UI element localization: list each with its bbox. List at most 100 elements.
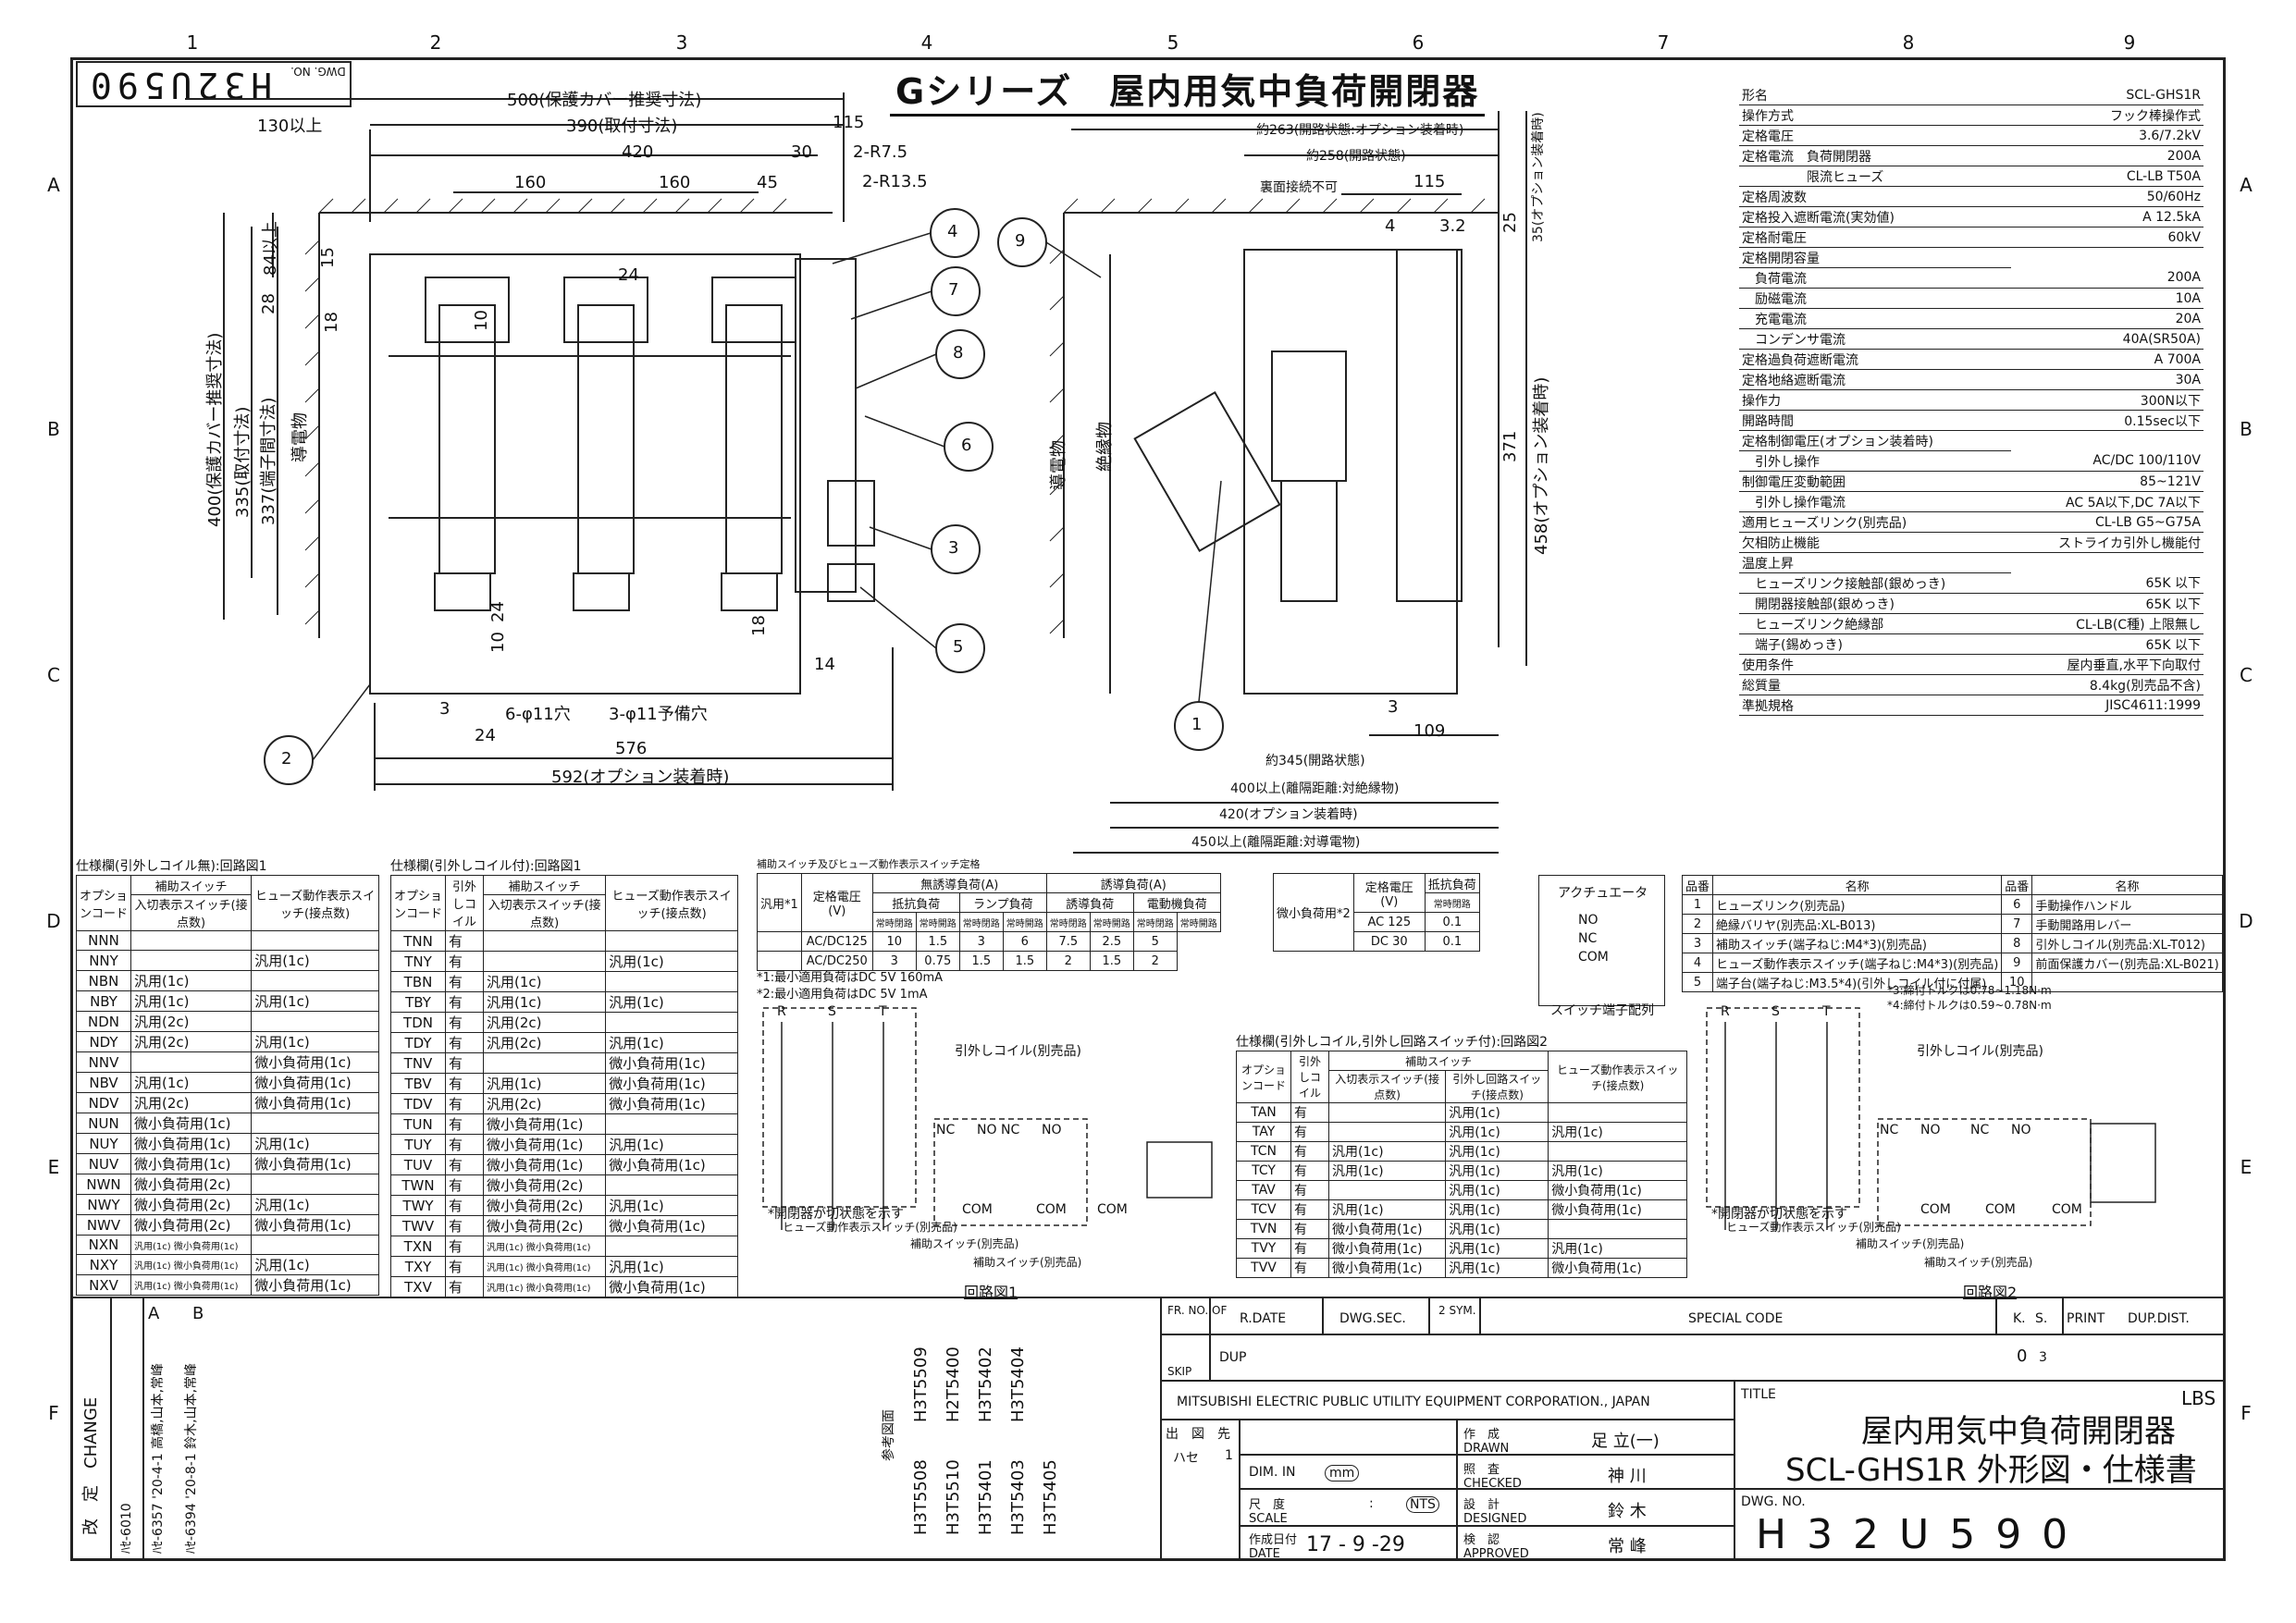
ratings-key: 定格電流 負荷開閉器 bbox=[1739, 145, 2012, 166]
skip: SKIP bbox=[1167, 1365, 1192, 1378]
ratings-value: 50/60Hz bbox=[2011, 186, 2203, 207]
lbs-label: LBS bbox=[2181, 1387, 2216, 1409]
rev-row-1: ﾊｾ-6357 '20-4-1 高橋,山本,常峰 bbox=[151, 1362, 166, 1554]
ref-label: 参考図面 bbox=[882, 1409, 896, 1461]
spec1-cell bbox=[251, 1235, 379, 1255]
c1-aux2: 補助スイッチ(別売品) bbox=[973, 1256, 1082, 1269]
ref-3: H2T5400 bbox=[944, 1346, 963, 1422]
spec3-cell: 汎用(1c) bbox=[1445, 1238, 1549, 1259]
spec1-cell: 微小負荷用(1c) bbox=[251, 1214, 379, 1236]
drawing-frame bbox=[70, 57, 2226, 1561]
zone-col-8: 8 bbox=[1902, 31, 1915, 54]
ratings-value: ストライカ引外し機能付 bbox=[2011, 532, 2203, 553]
actuator-no: NO bbox=[1578, 913, 1599, 928]
spec2-cell: 微小負荷用(2c) bbox=[482, 1195, 607, 1216]
spec3-cell: 有 bbox=[1290, 1238, 1329, 1259]
ref-1: H3T5509 bbox=[911, 1346, 931, 1422]
r-date: R.DATE bbox=[1240, 1311, 1287, 1326]
c2-nc1: NC bbox=[1880, 1123, 1899, 1137]
ratings-key: 定格耐電圧 bbox=[1739, 227, 2012, 248]
c2-aux2: 補助スイッチ(別売品) bbox=[1924, 1256, 2033, 1269]
front-wall-hatch bbox=[304, 198, 787, 625]
spec3-cell: 微小負荷用(1c) bbox=[1548, 1258, 1687, 1278]
dim-115: 115 bbox=[833, 113, 865, 132]
c1-note2: ヒューズ動作表示スイッチ(別売品) bbox=[783, 1221, 957, 1234]
parts-head-no-r: 品番 bbox=[2001, 875, 2033, 895]
s-value: 3 bbox=[2039, 1350, 2047, 1365]
rev-row-0: ﾊｾ-6010 bbox=[119, 1503, 134, 1554]
c2-caption: 回路図2 bbox=[1963, 1284, 2018, 1301]
front-conductor-label: 導電物 bbox=[290, 412, 310, 462]
spec2-cell: 有 bbox=[445, 1174, 484, 1196]
c2-note: *開閉器が切状態を示す bbox=[1711, 1207, 1847, 1222]
spec3-cell: 有 bbox=[1290, 1161, 1329, 1181]
ratings-key: 欠相防止機能 bbox=[1739, 532, 2012, 553]
side-wall-hatch bbox=[1049, 198, 1486, 634]
title-line-2: SCL-GHS1R 外形図・仕様書 bbox=[1785, 1452, 2197, 1489]
mm-badge: mm bbox=[1325, 1465, 1360, 1482]
spec2-cell: TWV bbox=[390, 1215, 446, 1236]
part-no: 2 bbox=[1681, 914, 1714, 934]
micro-label: 微小負荷用*2 bbox=[1273, 873, 1354, 952]
zone-col-1: 1 bbox=[186, 31, 199, 54]
ratings-key: 定格電圧 bbox=[1739, 125, 2012, 146]
k-value: 0 bbox=[2017, 1346, 2028, 1366]
zone-row-b-right: B bbox=[2240, 418, 2253, 440]
spec2-cell: 微小負荷用(1c) bbox=[605, 1276, 738, 1297]
spec2-cell bbox=[605, 1236, 738, 1257]
side-dim-458: 458(オプション装着時) bbox=[1532, 376, 1551, 555]
sr-note2: *2:最小適用負荷はDC 5V 1mA bbox=[757, 988, 928, 1002]
dim-14: 14 bbox=[814, 655, 835, 674]
ratings-value: SCL-GHS1R bbox=[2011, 85, 2203, 105]
spec2-cell: TUN bbox=[390, 1113, 446, 1135]
side-dim-345: 約345(開路状態) bbox=[1265, 754, 1365, 768]
back-contact-label: 裏面接続不可 bbox=[1260, 180, 1338, 195]
spec2-cell: 汎用(1c) bbox=[605, 991, 738, 1013]
title-label: TITLE bbox=[1741, 1387, 1776, 1402]
spec1-head-aux: 補助スイッチ bbox=[130, 875, 253, 895]
side-dim-3: 3 bbox=[1388, 697, 1399, 717]
balloon-label-7: 7 bbox=[948, 280, 959, 300]
spec2-cell: 汎用(1c) 微小負荷用(1c) bbox=[482, 1276, 607, 1297]
spec1-caption: 仕様欄(引外しコイル無):回路図1 bbox=[76, 859, 267, 874]
ratings-value bbox=[2011, 431, 2203, 451]
spec1-row: NNN bbox=[76, 930, 379, 951]
dim-10b: 10 bbox=[488, 632, 508, 653]
spec2-cell bbox=[605, 1113, 738, 1135]
scale-label: 尺 度 SCALE bbox=[1249, 1498, 1288, 1526]
spec1-cell: 汎用(1c) bbox=[251, 990, 379, 1012]
spec3-cell: 微小負荷用(1c) bbox=[1327, 1258, 1447, 1278]
dim-r75: 2-R7.5 bbox=[853, 142, 908, 162]
spec3-cell: TCY bbox=[1236, 1161, 1291, 1181]
spec3-caption: 仕様欄(引外しコイル,引外し回路スイッチ付):回路図2 bbox=[1236, 1035, 1548, 1050]
part-name bbox=[2031, 972, 2223, 992]
spec2-cell: 有 bbox=[445, 1215, 484, 1236]
c1-nc1: NC bbox=[936, 1123, 956, 1137]
zone-row-f-right: F bbox=[2240, 1402, 2252, 1424]
spec2-cell: 有 bbox=[445, 1195, 484, 1216]
c1-com3: COM bbox=[1097, 1202, 1128, 1217]
ratings-key: 総質量 bbox=[1739, 674, 2012, 695]
spec2-cell: TNN bbox=[390, 930, 446, 952]
spec2-cell bbox=[605, 930, 738, 952]
spec3-cell: 微小負荷用(1c) bbox=[1327, 1238, 1447, 1259]
spec1-cell: 汎用(1c) bbox=[130, 1072, 253, 1093]
rev-a: A bbox=[148, 1304, 160, 1323]
dim-r135: 2-R13.5 bbox=[862, 172, 928, 191]
k-label: K. bbox=[2013, 1311, 2026, 1326]
